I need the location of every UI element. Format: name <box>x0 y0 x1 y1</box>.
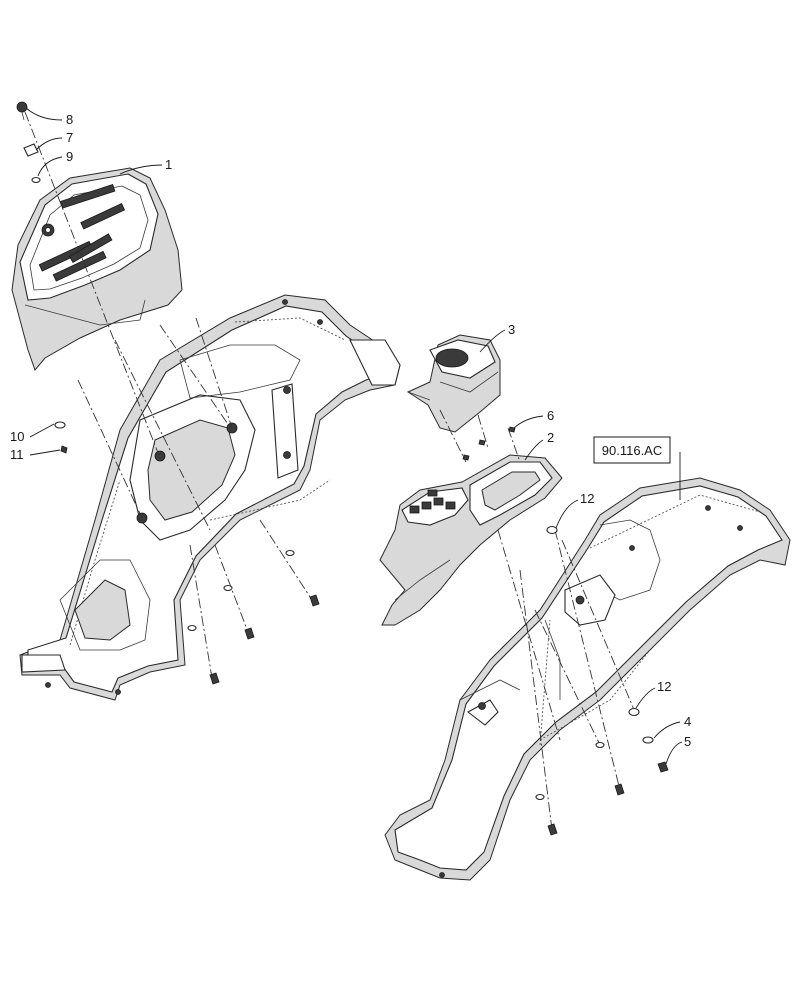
callout-11: 11 <box>10 447 24 462</box>
right-fender <box>384 477 791 881</box>
callout-9: 9 <box>66 149 73 164</box>
washer-part-12-lower <box>628 707 640 717</box>
washer-part-10 <box>54 421 66 429</box>
callout-12-lower: 12 <box>657 679 671 694</box>
leader-lines <box>25 107 683 765</box>
left-fender <box>19 294 401 701</box>
cup-holder-part-3 <box>406 334 501 433</box>
control-console-part-2 <box>379 454 563 626</box>
bolt-part-5 <box>657 761 669 773</box>
callout-6: 6 <box>547 408 554 423</box>
callout-12-upper: 12 <box>580 491 594 506</box>
callout-4: 4 <box>684 714 691 729</box>
callout-3: 3 <box>508 322 515 337</box>
callout-8: 8 <box>66 112 73 127</box>
reference-label: 90.116.AC <box>602 443 662 458</box>
callout-1: 1 <box>165 157 172 172</box>
clip-part-7 <box>23 143 39 157</box>
callout-10: 10 <box>10 429 24 444</box>
armrest-pad-part-1 <box>11 167 183 371</box>
assembly-centerlines <box>24 111 636 831</box>
screw-part-6 <box>508 426 516 433</box>
nut-part-11 <box>60 445 68 454</box>
callout-7: 7 <box>66 130 73 145</box>
callouts: 8 7 9 1 3 6 2 12 10 11 12 4 5 <box>10 112 691 749</box>
callout-5: 5 <box>684 734 691 749</box>
reference-box: 90.116.AC <box>593 436 671 464</box>
washer-part-9 <box>31 176 41 184</box>
callout-2: 2 <box>547 430 554 445</box>
washer-part-12-upper <box>546 525 558 535</box>
washer-part-4 <box>642 736 654 744</box>
hardware <box>16 101 669 836</box>
knob-part-8 <box>16 101 28 113</box>
